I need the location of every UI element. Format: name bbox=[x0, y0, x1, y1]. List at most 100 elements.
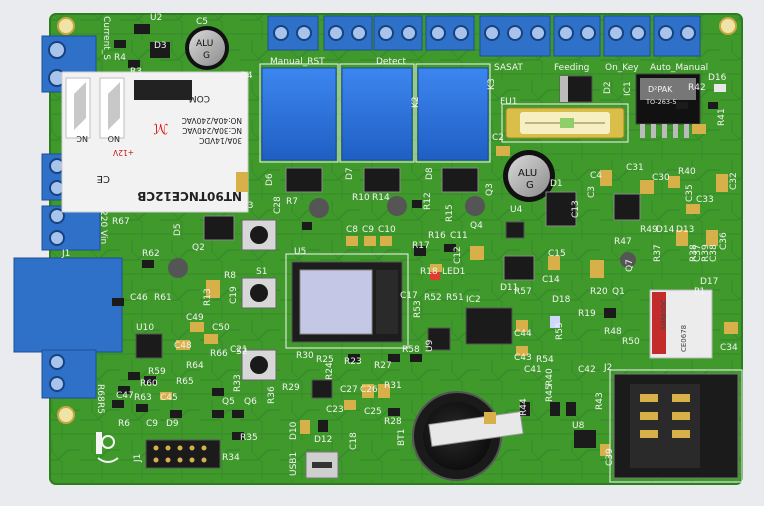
label-r50: R50 bbox=[622, 337, 640, 347]
label-q5: Q5 bbox=[222, 397, 235, 407]
label-r19: R19 bbox=[578, 309, 596, 319]
label-r8: R8 bbox=[224, 271, 236, 281]
label-c42: C42 bbox=[578, 365, 596, 375]
electrolytic-caps bbox=[185, 26, 555, 202]
label-d13: D13 bbox=[676, 225, 694, 235]
relay-model-label: NT90TNCE12CB bbox=[137, 189, 242, 203]
label-q3: Q3 bbox=[485, 183, 495, 196]
label-q1: Q1 bbox=[612, 287, 625, 297]
relay-rating-2: NC:30A/240VAC bbox=[182, 126, 242, 135]
label-r14: R14 bbox=[372, 193, 390, 203]
label-fu1: FU1 bbox=[500, 97, 518, 107]
label-c21: C21 bbox=[230, 345, 248, 355]
label-d5: D5 bbox=[173, 223, 183, 236]
label-c48: C48 bbox=[174, 341, 192, 351]
label-220-vin: 220 Vin bbox=[98, 210, 108, 244]
label-d9: D9 bbox=[166, 419, 179, 429]
label-c10: C10 bbox=[378, 225, 396, 235]
label-r12: R12 bbox=[423, 192, 433, 210]
label-manual-rst: Manual_RST bbox=[270, 57, 325, 67]
label-r30: R30 bbox=[296, 351, 314, 361]
label-r34: R34 bbox=[222, 453, 240, 463]
label-c23: C23 bbox=[326, 405, 344, 415]
label-d17: D17 bbox=[700, 277, 718, 287]
label-u2: U2 bbox=[150, 13, 162, 23]
label-c4: C4 bbox=[590, 171, 602, 181]
label-r10: R10 bbox=[352, 193, 370, 203]
label-r55: R55 bbox=[555, 322, 565, 340]
relay-rating-1: NO:40A/240VAC bbox=[182, 116, 242, 125]
label-detect: Detect bbox=[376, 57, 406, 67]
label-r53: R53 bbox=[413, 300, 423, 318]
top-terminals bbox=[267, 15, 701, 57]
label-c50: C50 bbox=[212, 323, 230, 333]
label-r64: R64 bbox=[186, 361, 204, 371]
label-r25: R25 bbox=[316, 355, 334, 365]
label-cap-g-1: G bbox=[203, 51, 210, 61]
label-c26: C26 bbox=[360, 385, 378, 395]
label-c45: C45 bbox=[160, 393, 178, 403]
label-c5: C5 bbox=[196, 17, 208, 27]
label-r33: R33 bbox=[233, 374, 243, 392]
board-logo bbox=[96, 432, 119, 463]
label-c46: C46 bbox=[130, 293, 148, 303]
label-c41: C41 bbox=[524, 365, 542, 375]
label-q2: Q2 bbox=[192, 243, 205, 253]
label-r49: R49 bbox=[640, 225, 658, 235]
smd-diodes bbox=[203, 167, 641, 281]
label-r63: R63 bbox=[134, 393, 152, 403]
relay-ce-label: CE bbox=[97, 173, 110, 184]
relay-text: NC NO COM NO:40A/240VAC NC:30A/240VAC 30… bbox=[76, 93, 242, 203]
silk-lines bbox=[259, 63, 743, 483]
label-r15: R15 bbox=[445, 204, 455, 222]
label-c32: C32 bbox=[729, 172, 739, 190]
silkscreen: Current_S 220 Vin Manual_RST Detect SASA… bbox=[61, 13, 739, 476]
label-c44: C44 bbox=[514, 329, 532, 339]
label-q6: Q6 bbox=[244, 397, 257, 407]
label-r7: R7 bbox=[286, 197, 298, 207]
label-j1: J1 bbox=[133, 454, 143, 463]
label-c18: C18 bbox=[349, 432, 359, 450]
label-c8: C8 bbox=[346, 225, 358, 235]
sim800c-module bbox=[649, 289, 713, 359]
label-c36: C36 bbox=[719, 232, 729, 250]
ics bbox=[135, 221, 525, 399]
label-c15: C15 bbox=[548, 249, 566, 259]
label-cap-alu-1: ALU bbox=[196, 39, 213, 49]
sim-holder bbox=[613, 373, 739, 479]
relay-com-label: COM bbox=[189, 93, 210, 103]
relay-nc-label: NC bbox=[76, 134, 88, 143]
label-r37: R37 bbox=[653, 244, 663, 262]
label-d8: D8 bbox=[425, 167, 435, 180]
label-cap-alu-2: ALU bbox=[518, 168, 537, 179]
label-r31: R31 bbox=[384, 381, 402, 391]
label-c2: C2 bbox=[492, 133, 504, 143]
label-r45: R45 bbox=[545, 384, 555, 402]
label-d2: D2 bbox=[603, 81, 613, 94]
label-c19: C19 bbox=[229, 286, 239, 304]
label-r27: R27 bbox=[374, 361, 392, 371]
label-bt1: BT1 bbox=[397, 429, 407, 446]
label-c37: C37 bbox=[693, 244, 703, 262]
label-q7: Q7 bbox=[625, 259, 635, 272]
label-u10: U10 bbox=[136, 323, 154, 333]
label-d4: D4 bbox=[240, 71, 253, 81]
label-cap-g-2: G bbox=[526, 180, 534, 191]
label-c35: C35 bbox=[685, 184, 695, 202]
label-r43: R43 bbox=[595, 392, 605, 410]
label-r5: R5 bbox=[95, 402, 105, 414]
label-r66: R66 bbox=[210, 349, 228, 359]
label-r68: R68 bbox=[95, 384, 105, 402]
label-r52: R52 bbox=[424, 293, 442, 303]
label-d11: D11 bbox=[500, 283, 518, 293]
transistors bbox=[168, 196, 636, 278]
label-r60: R60 bbox=[140, 379, 158, 389]
label-feeding: Feeding bbox=[554, 63, 589, 73]
main-relay bbox=[61, 71, 249, 213]
label-p1: P1 bbox=[694, 287, 705, 297]
label-ic1: IC1 bbox=[623, 81, 633, 96]
label-ic1-subpackage: TO-263-5 bbox=[645, 98, 677, 106]
label-auto-manual: Auto_Manual bbox=[650, 63, 708, 73]
label-ic1-package: D²PAK bbox=[648, 85, 673, 94]
label-u9: U9 bbox=[425, 339, 435, 352]
